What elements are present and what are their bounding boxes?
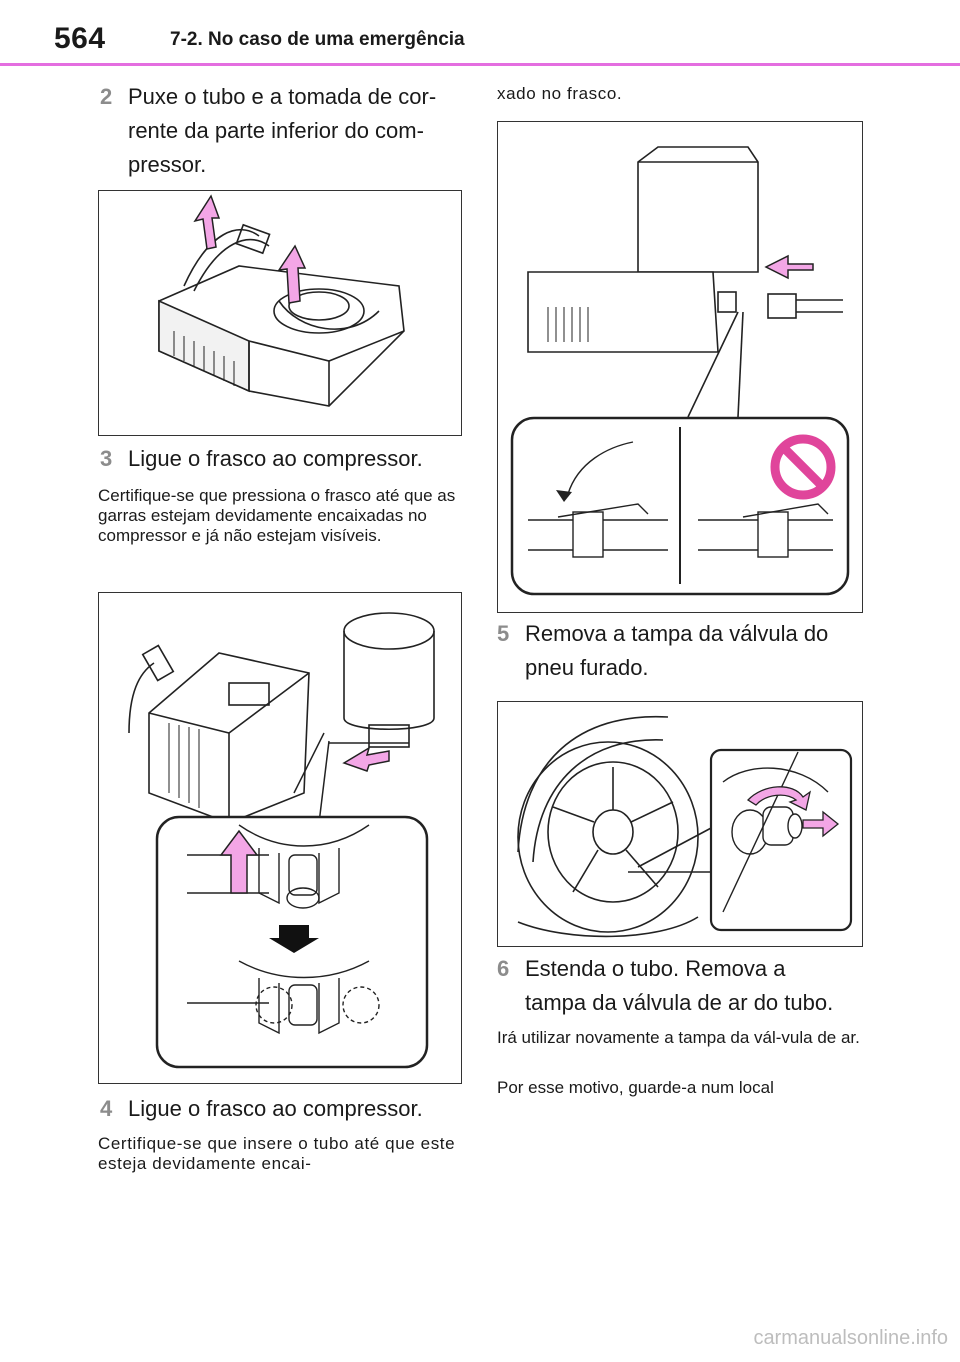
instruction-paragraph: Irá utilizar novamente a tampa da vál-vu… xyxy=(497,1028,860,1047)
step-text: Ligue o frasco ao compressor. xyxy=(128,1096,423,1121)
step-number: 2 xyxy=(100,84,113,109)
step-number: 5 xyxy=(497,621,510,646)
step-4: 4 Ligue o frasco ao compressor. xyxy=(100,1092,460,1126)
rotate-arrow-icon xyxy=(746,786,812,811)
step-number: 3 xyxy=(100,446,113,471)
page-header: 564 7-2. No caso de uma emergência xyxy=(0,0,960,66)
step-text: Puxe o tubo e a tomada de cor- rente da … xyxy=(128,84,437,177)
step-2: 2 Puxe o tubo e a tomada de cor- rente da… xyxy=(100,80,460,182)
section-title: 7-2. No caso de uma emergência xyxy=(170,29,465,50)
hose-connection-illustration xyxy=(510,146,850,596)
figure-remove-valve-cap xyxy=(497,701,863,947)
instruction-paragraph-continued: xado no frasco. xyxy=(497,84,623,103)
connect-arrow-icon xyxy=(764,254,814,280)
watermark: carmanualsonline.info xyxy=(753,1327,948,1349)
compressor-illustration xyxy=(158,194,405,407)
step-text: Ligue o frasco ao compressor. xyxy=(128,446,423,471)
step-number: 6 xyxy=(497,956,510,981)
step-number: 4 xyxy=(100,1096,113,1121)
step-5: 5 Remova a tampa da válvula do pneu furad… xyxy=(497,617,861,685)
prohibited-icon xyxy=(770,434,836,500)
instruction-paragraph: Certifique-se que insere o tubo até que … xyxy=(98,1134,456,1173)
bottle-compressor-illustration xyxy=(128,612,435,1069)
page-number: 564 xyxy=(54,22,106,55)
up-arrow-icon xyxy=(219,829,259,894)
pull-out-arrow-icon xyxy=(802,810,840,838)
flat-tire-illustration xyxy=(517,715,853,938)
instruction-paragraph: Certifique-se que pressiona o frasco até… xyxy=(98,486,456,545)
figure-compressor-pull-hose xyxy=(98,190,462,436)
step-text: Remova a tampa da válvula do pneu furado… xyxy=(525,621,829,680)
pull-arrow-icons xyxy=(193,194,307,304)
push-arrow-icon xyxy=(342,746,390,772)
step-text: Estenda o tubo. Remova a tampa da válvul… xyxy=(525,956,834,1015)
step-3: 3 Ligue o frasco ao compressor. xyxy=(100,442,460,476)
step-6: 6 Estenda o tubo. Remova a tampa da válvu… xyxy=(497,952,861,1020)
instruction-paragraph: Por esse motivo, guarde-a num local xyxy=(497,1078,774,1097)
header-divider xyxy=(0,63,960,66)
figure-connect-bottle xyxy=(98,592,462,1084)
figure-hose-connection-detail xyxy=(497,121,863,613)
down-arrow-icon xyxy=(269,925,319,953)
